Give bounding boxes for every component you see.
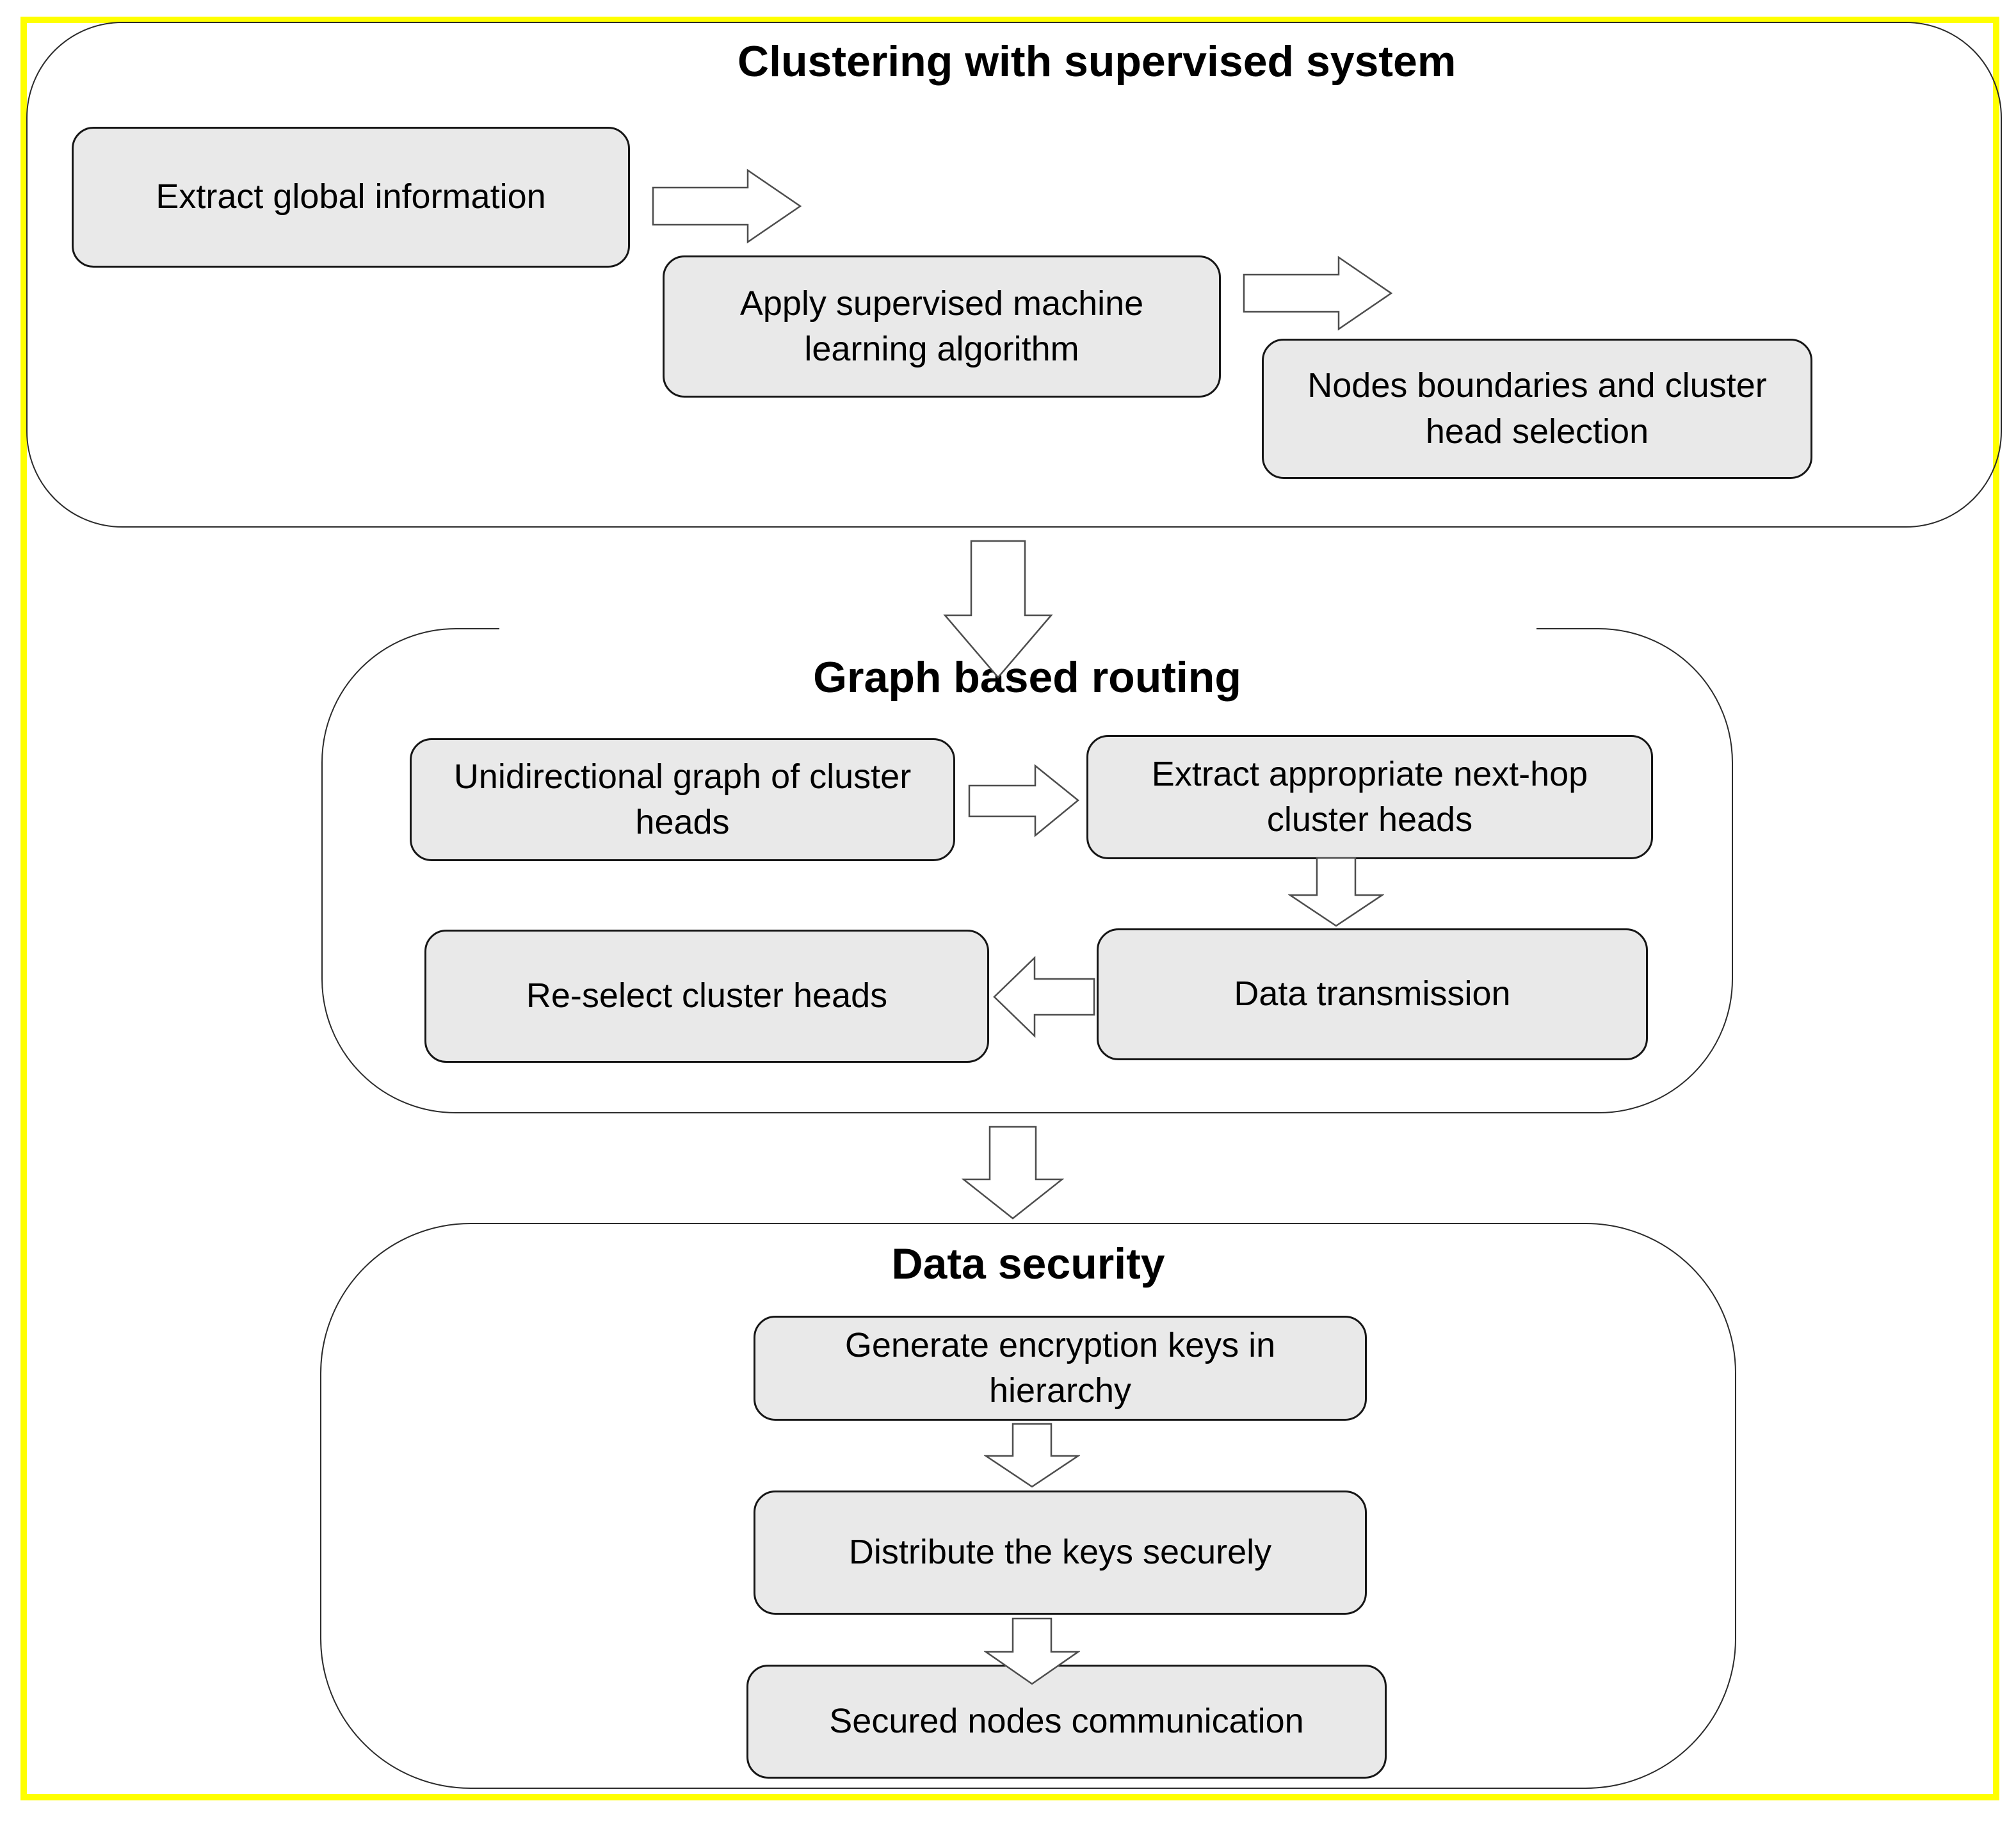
section-title-routing: Graph based routing <box>813 653 1241 702</box>
node-extract-global-information: Extract global information <box>72 127 630 268</box>
arrow-right-icon <box>968 761 1080 841</box>
arrow-right-icon <box>1243 255 1393 332</box>
arrow-down-icon <box>943 540 1053 679</box>
node-extract-next-hop: Extract appropriate next-hop cluster hea… <box>1086 735 1653 859</box>
node-apply-supervised-ml: Apply supervised machine learning algori… <box>663 255 1221 398</box>
arrow-left-icon <box>992 955 1096 1038</box>
node-generate-keys: Generate encryption keys in hierarchy <box>754 1316 1367 1421</box>
node-data-transmission: Data transmission <box>1097 928 1648 1060</box>
section-clustering-container <box>26 22 2002 528</box>
node-boundaries-cluster-head: Nodes boundaries and cluster head select… <box>1262 339 1812 479</box>
section-title-clustering: Clustering with supervised system <box>738 37 1456 86</box>
arrow-down-icon <box>962 1126 1064 1220</box>
section-title-security: Data security <box>891 1240 1165 1288</box>
yellow-border-frame <box>20 17 1999 1800</box>
arrow-right-icon <box>652 168 802 245</box>
node-unidirectional-graph: Unidirectional graph of cluster heads <box>410 738 955 861</box>
node-reselect-cluster-heads: Re-select cluster heads <box>424 930 989 1063</box>
node-secured-communication: Secured nodes communication <box>746 1665 1387 1779</box>
arrow-down-icon <box>984 1617 1080 1685</box>
node-distribute-keys: Distribute the keys securely <box>754 1491 1367 1615</box>
section-security-container <box>320 1223 1736 1789</box>
arrow-down-icon <box>1288 857 1384 927</box>
arrow-down-icon <box>984 1423 1080 1488</box>
